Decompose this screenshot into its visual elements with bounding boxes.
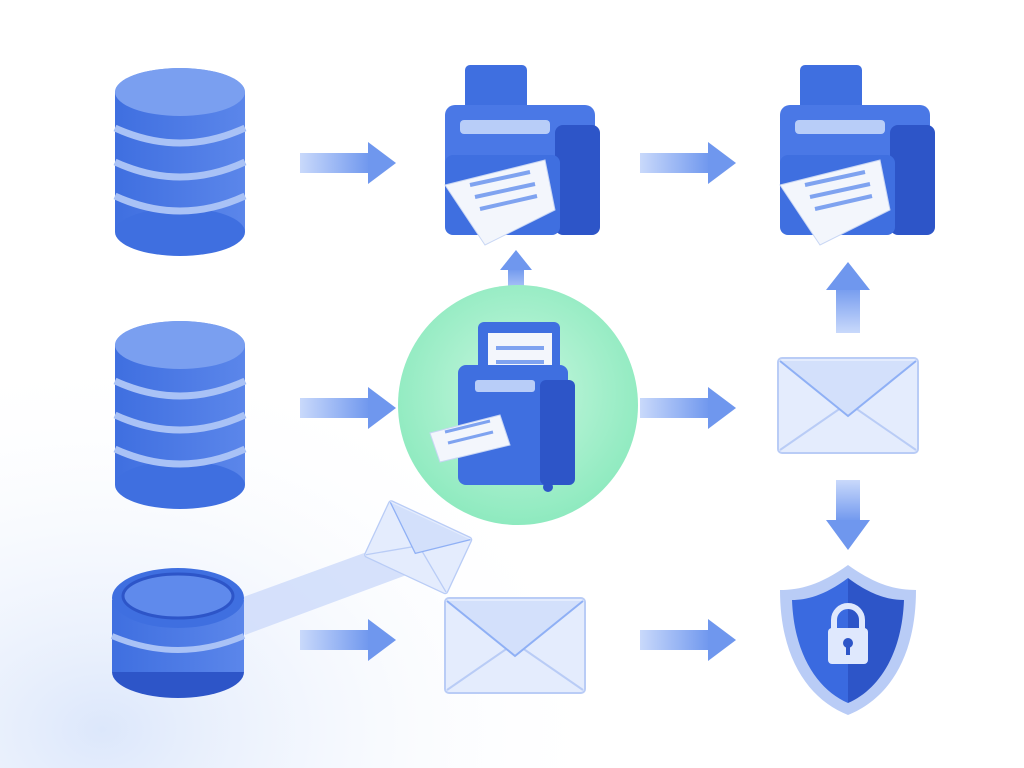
database-icon: [115, 68, 245, 256]
shield-lock-icon: [780, 565, 916, 715]
envelope-icon: [444, 597, 586, 694]
fax-machine-icon: [429, 322, 575, 492]
arrow-envelope-to-printer2: [826, 262, 870, 333]
database-disk-icon: [110, 568, 246, 698]
envelope-icon: [777, 357, 919, 454]
database-icon: [115, 321, 245, 509]
diagonal-flow-band: [235, 540, 420, 635]
arrow-envelope-to-shield-down: [826, 480, 870, 550]
